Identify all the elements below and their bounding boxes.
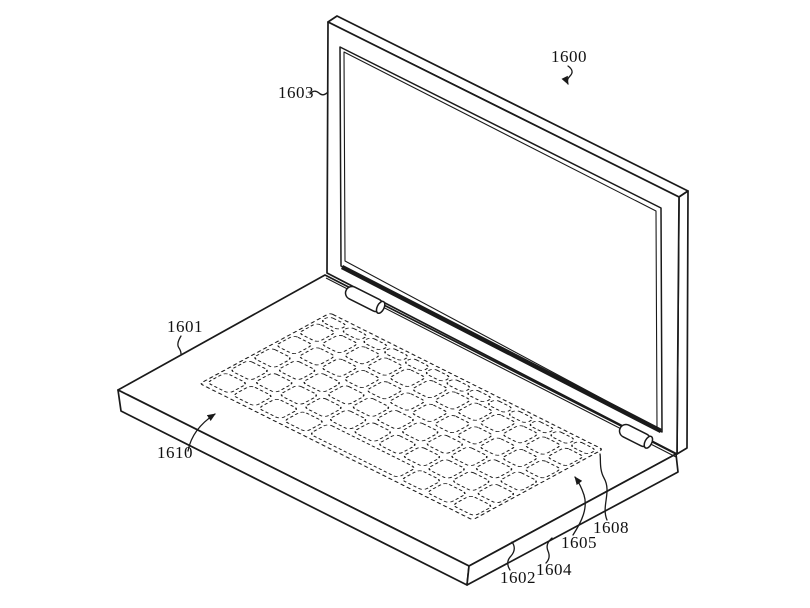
key [363, 337, 388, 351]
key [379, 434, 416, 454]
key [259, 398, 298, 419]
screen-bezel-opening [339, 46, 663, 433]
key [435, 391, 470, 410]
key [285, 411, 323, 432]
key [467, 389, 492, 402]
key [299, 347, 334, 366]
keyboard-region-outline [200, 313, 602, 520]
key [480, 437, 515, 456]
key [345, 346, 380, 365]
right-hinge [618, 423, 654, 449]
key [428, 459, 465, 479]
key [299, 323, 335, 342]
key [231, 360, 268, 380]
key [328, 385, 365, 405]
key [329, 410, 367, 430]
key [344, 370, 380, 388]
key [503, 425, 538, 444]
key [389, 392, 425, 411]
key [426, 434, 464, 454]
key [352, 397, 390, 417]
key [322, 358, 357, 377]
key [234, 386, 272, 406]
ref-label-1603: 1603 [278, 83, 314, 102]
key [367, 381, 402, 400]
key [525, 460, 560, 479]
leader-1605 [572, 476, 586, 536]
ref-label-1604: 1604 [536, 560, 572, 579]
key [402, 470, 440, 490]
key [354, 422, 391, 442]
key [453, 495, 492, 516]
ref-label-1600: 1600 [551, 47, 587, 66]
screen-bottom-shadow [340, 264, 663, 434]
key [480, 414, 515, 432]
leader-lines [177, 65, 608, 571]
key [529, 420, 554, 434]
key [457, 402, 493, 421]
ref-label-1608: 1608 [593, 518, 629, 537]
key [256, 373, 293, 393]
leader-1603 [309, 90, 329, 96]
key [525, 436, 561, 455]
key [435, 415, 470, 434]
keyboard [200, 313, 602, 520]
key [453, 471, 490, 491]
key [446, 379, 471, 392]
leader-1601 [177, 335, 182, 355]
key [321, 317, 346, 330]
ref-label-1601: 1601 [167, 317, 203, 336]
key [508, 410, 533, 423]
left-hinge [344, 285, 386, 315]
key [502, 449, 538, 467]
leader-1602 [507, 541, 515, 571]
leader-1604 [545, 537, 553, 564]
key [342, 327, 367, 340]
key [403, 447, 441, 467]
key [550, 431, 575, 444]
key [277, 336, 312, 355]
ref-label-1610: 1610 [157, 443, 193, 462]
leader-1610 [187, 413, 216, 452]
keyboard-keys [208, 317, 595, 516]
key [303, 373, 340, 393]
key [402, 422, 439, 442]
key [477, 484, 515, 503]
key [305, 397, 342, 417]
key [412, 380, 448, 399]
key [208, 373, 246, 393]
key [425, 368, 450, 382]
key [571, 441, 595, 454]
key [310, 424, 415, 477]
leader-1600 [561, 65, 573, 85]
key [322, 335, 357, 353]
key [412, 403, 447, 422]
ref-label-1605: 1605 [561, 533, 597, 552]
key [377, 410, 414, 430]
key [500, 471, 537, 491]
key [488, 400, 512, 413]
key [428, 483, 466, 503]
key [384, 348, 408, 361]
key [278, 360, 316, 380]
key [475, 459, 513, 479]
key [405, 358, 429, 371]
key [390, 368, 425, 387]
key [280, 385, 318, 405]
ref-label-1602: 1602 [500, 568, 536, 587]
key [548, 447, 583, 466]
key [254, 348, 291, 368]
key [451, 447, 488, 466]
key [367, 357, 402, 376]
key [457, 426, 493, 445]
laptop-lid [325, 15, 689, 458]
leader-1608 [599, 453, 608, 521]
